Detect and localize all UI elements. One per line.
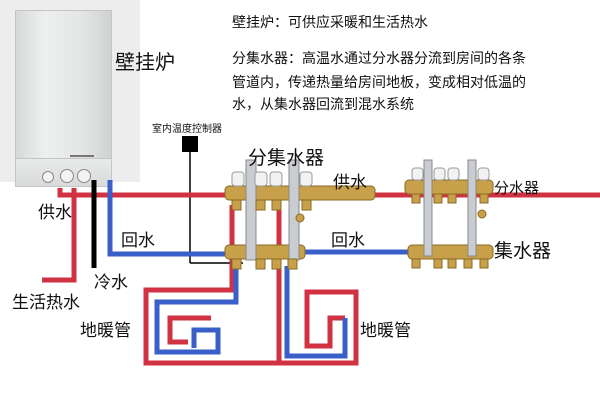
manifold-main-label: 分集水器 — [248, 147, 325, 169]
distributor-bar — [404, 179, 494, 195]
floor-heating-loop-left-inner — [167, 315, 211, 345]
distributor-label: 分水器 — [494, 179, 540, 197]
manifold-right — [404, 159, 494, 269]
description-line: 管道内，传递热量给房间地板，变成相对低温的 — [232, 75, 526, 91]
drain-valve — [295, 213, 305, 223]
description-line: 壁挂炉：可供应采暖和生活热水 — [232, 15, 428, 31]
supply-label-left: 供水 — [38, 203, 72, 223]
valve-cap — [299, 171, 313, 187]
valve-cap — [254, 171, 268, 187]
manifold-bracket — [423, 159, 433, 257]
boiler-brand-logo — [70, 155, 94, 157]
outlet — [479, 258, 489, 269]
cold-water-label: 冷水 — [94, 273, 128, 293]
boiler-knob — [60, 169, 74, 183]
description-line: 分集水器：高温水通过分水器分流到房间的各条 — [232, 51, 526, 67]
thermostat-label: 室内温度控制器 — [152, 124, 222, 135]
outlet — [447, 258, 457, 269]
outlet — [231, 258, 242, 270]
outlet — [287, 258, 298, 270]
outlet — [411, 258, 421, 269]
collector-label: 集水器 — [494, 240, 552, 262]
outlet — [433, 258, 443, 269]
floor-heating-label-left: 地暖管 — [80, 321, 131, 341]
outlet — [301, 199, 312, 211]
boiler-knob — [77, 169, 91, 183]
return-label-right: 回水 — [331, 231, 365, 251]
return-pipe-main — [107, 180, 250, 257]
valve-cap — [231, 171, 245, 187]
floor-heating-loop-left-return — [154, 266, 239, 355]
thermostat-icon — [182, 136, 198, 152]
outlet — [479, 193, 489, 204]
outlet — [447, 193, 457, 204]
valve-cap — [433, 167, 446, 181]
boiler-label: 壁挂炉 — [115, 50, 175, 74]
hot-water-label: 生活热水 — [12, 293, 80, 313]
distributor-bar — [224, 185, 376, 201]
floor-heating-label-right: 地暖管 — [360, 321, 411, 341]
outlet — [231, 199, 242, 211]
floor-heating-loop-right-supply — [276, 205, 359, 366]
wall-boiler — [15, 10, 112, 187]
collector-bar — [407, 244, 494, 260]
return-label-left: 回水 — [121, 231, 155, 251]
manifold-bracket — [288, 159, 300, 261]
valve-cap — [447, 167, 460, 181]
floor-heating-loop-right-return — [284, 266, 348, 359]
valve-cap — [269, 171, 283, 187]
manifold-bracket — [467, 159, 477, 257]
valve-cap — [477, 167, 490, 181]
description-line: 水，从集水器回流到混水系统 — [232, 97, 414, 113]
drain-valve — [477, 209, 487, 219]
valve-cap — [411, 167, 424, 181]
outlet — [463, 258, 473, 269]
outlet — [411, 193, 421, 204]
hot-water-pipe — [42, 188, 77, 283]
manifold-main — [224, 159, 376, 270]
outlet — [271, 199, 282, 211]
boiler-knob — [42, 171, 54, 183]
outlet — [271, 258, 282, 270]
outlet — [255, 199, 266, 211]
supply-label-right: 供水 — [333, 173, 367, 193]
outlet — [433, 193, 443, 204]
outlet — [255, 258, 266, 270]
